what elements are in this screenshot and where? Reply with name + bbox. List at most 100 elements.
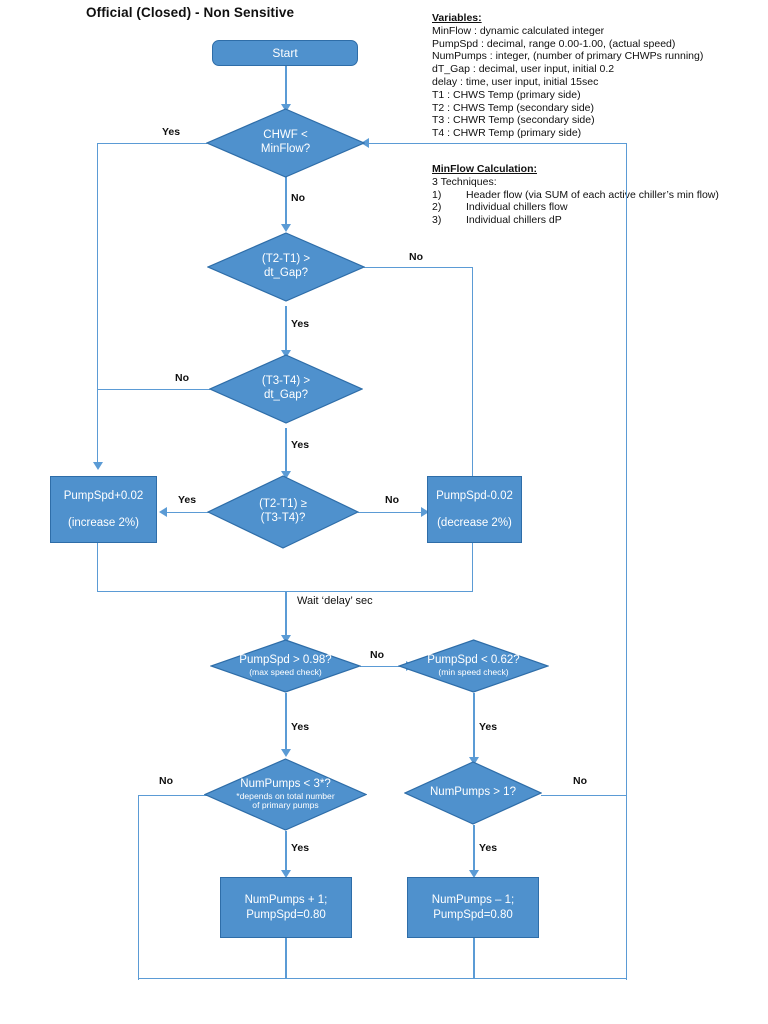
diamond-shape xyxy=(209,354,363,424)
edge-gt1-yes xyxy=(473,825,475,874)
variables-line: dT_Gap : decimal, user input, initial 0.… xyxy=(432,63,615,76)
node-decision-t2t1-gap[interactable]: (T2-T1) > dt_Gap? xyxy=(207,232,365,302)
edge-label-lt3-no: No xyxy=(159,775,173,787)
diamond-shape xyxy=(210,639,361,693)
arrowhead xyxy=(281,104,291,112)
edge-label-compare-yes: Yes xyxy=(178,494,197,506)
arrowhead xyxy=(159,507,167,517)
diamond-shape xyxy=(404,761,542,825)
edge-t2t1gap-no-h xyxy=(364,266,473,268)
node-decision-numpumps-gt1[interactable]: NumPumps > 1? xyxy=(404,761,542,825)
node-decision-gap-compare[interactable]: (T2-T1) ≥ (T3-T4)? xyxy=(207,475,359,549)
node-remove-pump-line-2: PumpSpd=0.80 xyxy=(433,908,513,921)
edge-maxspeed-no-h xyxy=(360,665,410,667)
edge-right-return-rail xyxy=(626,142,628,980)
variables-line: delay : time, user input, initial 15sec xyxy=(432,75,599,88)
node-decrease-pumpspd[interactable]: PumpSpd-0.02 (decrease 2%) xyxy=(427,476,522,543)
node-add-pump-line-1: NumPumps + 1; xyxy=(244,894,328,907)
edge-label-chwf-no: No xyxy=(291,192,305,204)
edge-label-minspeed-yes: Yes xyxy=(479,721,498,733)
variables-heading: Variables: xyxy=(432,12,482,24)
edge-addpump-out xyxy=(285,938,287,979)
edge-label-wait-delay: Wait ‘delay’ sec xyxy=(297,595,373,607)
node-decision-max-speed[interactable]: PumpSpd > 0.98? (max speed check) xyxy=(210,639,361,693)
edge-gt1-no-h xyxy=(541,794,627,796)
variables-line: MinFlow : dynamic calculated integer xyxy=(432,24,605,37)
edge-start-to-chwf xyxy=(285,66,287,108)
edge-label-compare-no: No xyxy=(385,494,399,506)
minflow-item: 1) Header flow (via SUM of each active c… xyxy=(432,189,719,202)
edge-dec-out-h xyxy=(285,591,473,593)
edge-label-t2t1gap-no: No xyxy=(409,251,423,263)
arrowhead xyxy=(281,870,291,878)
diamond-shape xyxy=(398,639,549,693)
node-decision-min-speed[interactable]: PumpSpd < 0.62? (min speed check) xyxy=(398,639,549,693)
variables-line: NumPumps : integer, (number of primary C… xyxy=(432,50,704,63)
variables-line: PumpSpd : decimal, range 0.00-1.00, (act… xyxy=(432,37,676,50)
edge-dec-out-v xyxy=(472,543,474,592)
edge-t2t1gap-yes xyxy=(285,306,287,354)
variables-line: T3 : CHWR Temp (secondary side) xyxy=(432,114,595,127)
edge-compare-no-h xyxy=(358,511,426,513)
node-increase-pumpspd[interactable]: PumpSpd+0.02 (increase 2%) xyxy=(50,476,157,543)
edge-label-chwf-yes: Yes xyxy=(162,126,181,138)
node-decision-chwf-minflow[interactable]: CHWF < MinFlow? xyxy=(206,108,365,178)
node-decrease-pumpspd-line-1: PumpSpd-0.02 xyxy=(436,489,513,502)
arrowhead xyxy=(421,507,429,517)
edge-lt3-no-h xyxy=(138,794,210,796)
page-title: Official (Closed) - Non Sensitive xyxy=(86,5,295,20)
minflow-calculation-note: MinFlow Calculation: 3 Techniques: 1) He… xyxy=(432,163,719,227)
minflow-item-text: Individual chillers dP xyxy=(466,214,562,227)
arrowhead xyxy=(93,462,103,470)
arrowhead xyxy=(469,757,479,765)
edge-label-gt1-yes: Yes xyxy=(479,842,498,854)
variables-line: T4 : CHWR Temp (primary side) xyxy=(432,127,582,140)
diamond-shape xyxy=(207,232,365,302)
edge-t2t1gap-no-v xyxy=(472,266,474,592)
edge-bottom-return-rail xyxy=(138,978,627,980)
edge-chwf-yes-h xyxy=(97,142,207,144)
edge-label-maxspeed-yes: Yes xyxy=(291,721,310,733)
minflow-item: 2) Individual chillers flow xyxy=(432,201,719,214)
node-start-label: Start xyxy=(272,45,298,60)
minflow-item-number: 1) xyxy=(432,188,442,201)
node-decrease-pumpspd-line-2: (decrease 2%) xyxy=(437,517,512,529)
node-remove-pump[interactable]: NumPumps – 1; PumpSpd=0.80 xyxy=(407,877,539,938)
variables-line: T2 : CHWS Temp (secondary side) xyxy=(432,101,595,114)
arrowhead xyxy=(281,635,291,643)
node-increase-pumpspd-line-2: (increase 2%) xyxy=(68,517,139,529)
edge-chwf-yes-v xyxy=(97,142,99,466)
minflow-item-number: 3) xyxy=(432,214,442,227)
minflow-item-text: Individual chillers flow xyxy=(466,201,568,214)
edge-rempump-out xyxy=(473,938,475,979)
node-remove-pump-line-1: NumPumps – 1; xyxy=(431,894,515,907)
arrowhead xyxy=(281,749,291,757)
node-decision-t3t4-gap[interactable]: (T3-T4) > dt_Gap? xyxy=(209,354,363,424)
arrowhead xyxy=(281,471,291,479)
arrowhead xyxy=(281,350,291,358)
edge-chwf-no xyxy=(285,177,287,227)
variables-note: Variables: MinFlow : dynamic calculated … xyxy=(432,12,703,140)
node-increase-pumpspd-line-1: PumpSpd+0.02 xyxy=(63,489,144,502)
edge-t3t4gap-no-h xyxy=(97,388,210,390)
edge-maxspeed-yes xyxy=(285,693,287,753)
minflow-heading: MinFlow Calculation: xyxy=(432,163,537,175)
edge-inc-out-v xyxy=(97,543,99,592)
edge-return-into-chwf xyxy=(368,142,627,144)
minflow-subheading: 3 Techniques: xyxy=(432,175,497,188)
arrowhead xyxy=(361,138,369,148)
edge-label-t3t4gap-yes: Yes xyxy=(291,439,310,451)
node-decision-numpumps-lt3[interactable]: NumPumps < 3*? *depends on total number … xyxy=(204,758,367,831)
edge-inc-out-h xyxy=(97,591,286,593)
edge-label-t2t1gap-yes: Yes xyxy=(291,318,310,330)
node-add-pump[interactable]: NumPumps + 1; PumpSpd=0.80 xyxy=(220,877,352,938)
edge-wait-delay xyxy=(285,591,287,639)
edge-label-t3t4gap-no: No xyxy=(175,372,189,384)
minflow-item-number: 2) xyxy=(432,201,442,214)
edge-lt3-yes xyxy=(285,831,287,874)
arrowhead xyxy=(281,224,291,232)
edge-minspeed-yes xyxy=(473,693,475,761)
node-start[interactable]: Start xyxy=(212,40,358,66)
edge-label-lt3-yes: Yes xyxy=(291,842,310,854)
